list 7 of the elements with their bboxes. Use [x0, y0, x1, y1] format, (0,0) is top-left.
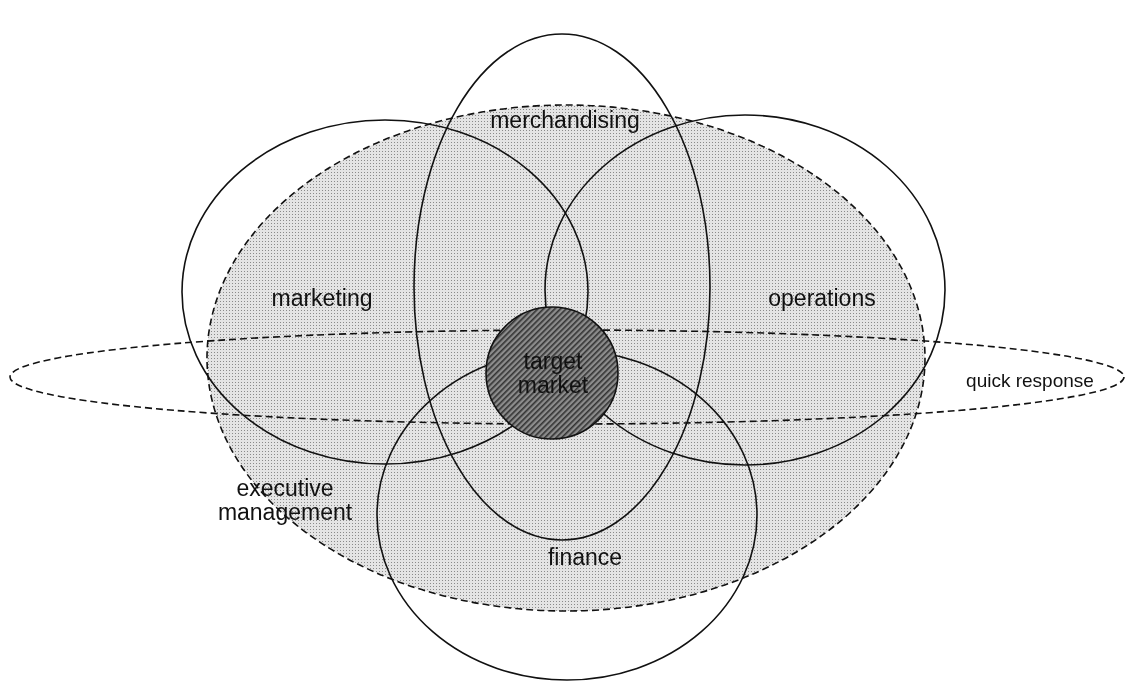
region-label: executive management — [216, 475, 354, 525]
region-label: operations — [767, 285, 877, 311]
region-label: marketing — [270, 285, 374, 311]
region-label: finance — [546, 544, 624, 570]
region-label: target market — [516, 348, 590, 398]
region-label: merchandising — [489, 107, 641, 133]
region-label: quick response — [965, 371, 1095, 391]
